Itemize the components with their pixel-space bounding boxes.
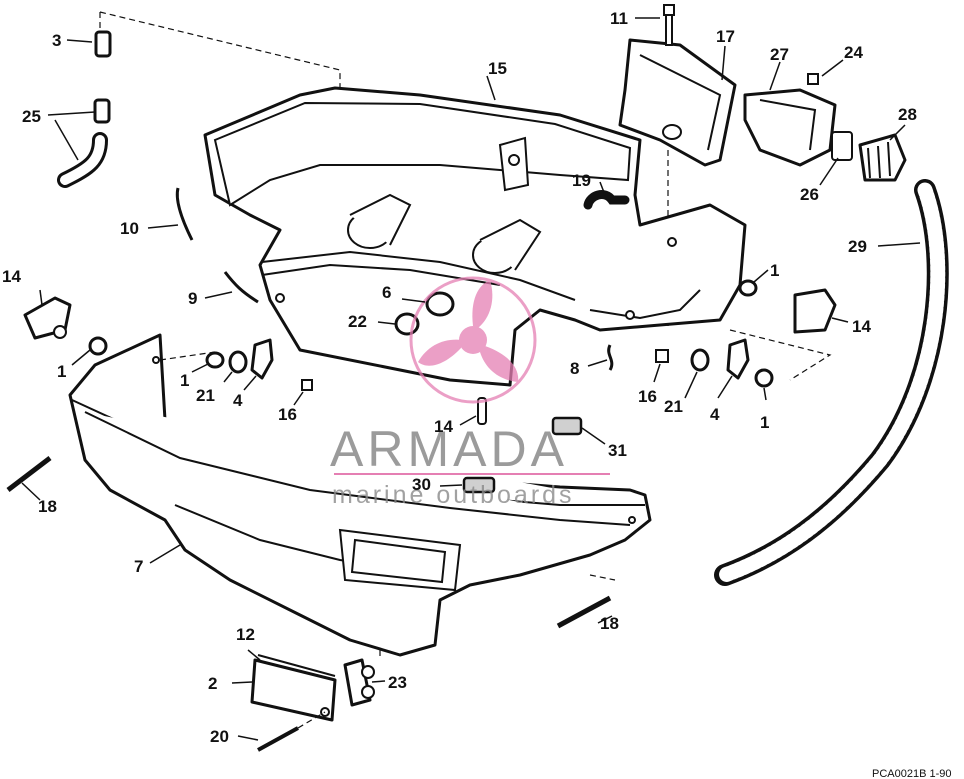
part-14-latch-right [793, 288, 837, 334]
part-17-bracket [618, 38, 737, 167]
callout-31: 31 [608, 441, 627, 460]
callout-12: 12 [236, 625, 255, 644]
part-3-plug [94, 30, 112, 58]
callout-6: 6 [382, 283, 391, 302]
callout-1-mid: 1 [180, 371, 189, 390]
callout-25: 25 [22, 107, 41, 126]
callout-11: 11 [610, 9, 628, 28]
callout-27: 27 [770, 45, 789, 64]
part-28-grommet [858, 133, 907, 182]
callout-13: 14 [434, 417, 453, 436]
part-10-wire [175, 187, 194, 241]
part-18-bolt-right [556, 595, 612, 629]
small-hardware [88, 279, 774, 494]
watermark-logo [409, 276, 537, 404]
part-23-bracket [343, 658, 375, 707]
drawing-code: PCA0021B 1-90 [872, 768, 952, 779]
callout-1-right-top: 1 [770, 261, 779, 280]
callout-18-left: 18 [38, 497, 57, 516]
callout-19: 19 [572, 171, 591, 190]
callout-22: 22 [348, 312, 367, 331]
callout-16-right: 16 [638, 387, 657, 406]
callout-labels: 3 25 10 9 14 1 1 21 4 16 18 7 12 2 23 20… [2, 9, 917, 746]
callout-1-right-bottom: 1 [760, 413, 769, 432]
callout-24: 24 [844, 43, 863, 62]
callout-9: 9 [188, 289, 197, 308]
part-8-spring [607, 344, 614, 371]
callout-21-left: 21 [196, 386, 215, 405]
part-15-upper-pan [203, 86, 747, 387]
callout-20: 20 [210, 727, 229, 746]
callout-4-right: 4 [710, 405, 720, 424]
watermark-title: ARMADA [330, 421, 568, 477]
part-26-gasket [831, 131, 853, 161]
part-9-wire [223, 271, 259, 304]
callout-17: 17 [716, 27, 735, 46]
callout-30: 30 [412, 475, 431, 494]
callout-18-right: 18 [600, 614, 619, 633]
callout-29: 29 [848, 237, 867, 256]
callout-1-left: 1 [57, 362, 66, 381]
callout-14-right: 14 [852, 317, 871, 336]
callout-7: 7 [134, 557, 143, 576]
callout-28: 28 [898, 105, 917, 124]
callout-15: 15 [488, 59, 507, 78]
callout-4-left: 4 [233, 391, 243, 410]
callout-2: 2 [208, 674, 217, 693]
part-25-hose [57, 98, 111, 188]
part-27-bracket [743, 88, 837, 167]
callout-3: 3 [52, 31, 61, 50]
callout-23: 23 [388, 673, 407, 692]
part-2-12-plate [250, 654, 337, 722]
part-29-hose [714, 179, 949, 586]
part-20-screw [257, 726, 299, 752]
callout-14-left: 14 [2, 267, 21, 286]
part-19-clip [583, 190, 630, 210]
callout-8: 8 [570, 359, 579, 378]
callout-10: 10 [120, 219, 139, 238]
callout-21-right: 21 [664, 397, 683, 416]
callout-26: 26 [800, 185, 819, 204]
part-24-screw [807, 73, 819, 85]
part-18-bolt-left [6, 456, 52, 492]
callout-16-left: 16 [278, 405, 297, 424]
part-11-bolt [663, 4, 675, 46]
part-7-lower-pan [68, 333, 652, 657]
leader-lines [21, 17, 921, 741]
part-14-latch-left [23, 296, 72, 340]
